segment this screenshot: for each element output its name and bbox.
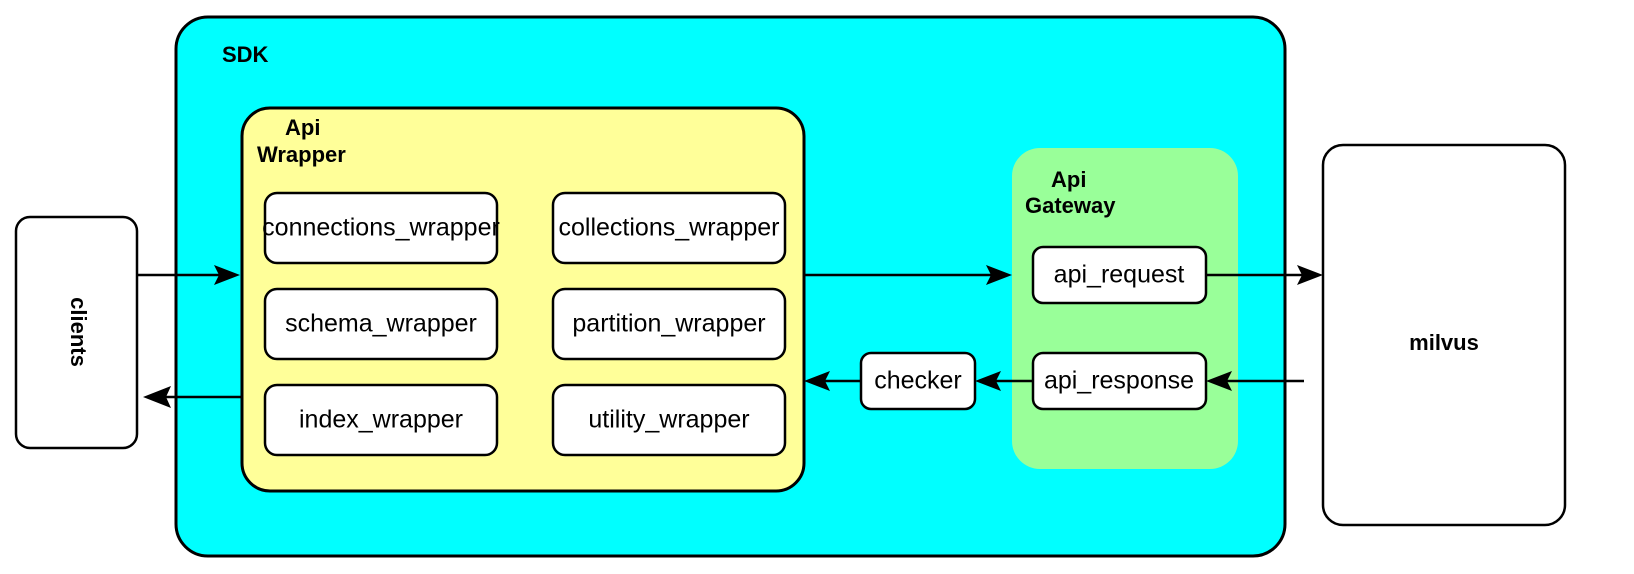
node-partition-wrapper-label: partition_wrapper (572, 310, 765, 338)
clients-node[interactable] (14, 215, 139, 450)
api-wrapper-container-label-line1: Api (285, 115, 320, 140)
node-collections-wrapper[interactable] (551, 191, 787, 265)
sdk-container-label: SDK (222, 42, 269, 67)
api-gateway-container-label-line2: Gateway (1025, 193, 1116, 218)
node-index-wrapper[interactable] (263, 383, 499, 457)
node-partition-wrapper[interactable] (551, 287, 787, 361)
node-index-wrapper-label: index_wrapper (299, 406, 463, 434)
node-utility-wrapper-label: utility_wrapper (588, 406, 749, 434)
milvus-node[interactable] (1321, 143, 1567, 527)
api-gateway-container-label-line1: Api (1051, 167, 1086, 192)
edge-milvus-to-api-response (1206, 371, 1304, 391)
node-collections-wrapper-label: collections_wrapper (559, 214, 780, 242)
edge-api-request-to-milvus (1206, 265, 1323, 285)
edge-api-wrapper-to-api-gateway (804, 265, 1012, 285)
node-utility-wrapper[interactable] (551, 383, 787, 457)
edge-api-wrapper-to-clients (143, 386, 242, 408)
node-connections-wrapper-label: connections_wrapper (262, 214, 500, 242)
api-wrapper-container-label-line2: Wrapper (257, 142, 346, 167)
node-api-response-label: api_response (1044, 367, 1194, 395)
node-schema-wrapper-label: schema_wrapper (285, 310, 477, 338)
edge-clients-to-api-wrapper (137, 265, 240, 285)
node-schema-wrapper[interactable] (263, 287, 499, 361)
node-api-request-label: api_request (1054, 261, 1185, 289)
node-checker-label: checker (874, 367, 962, 395)
edge-api-response-to-checker (975, 371, 1033, 391)
node-connections-wrapper[interactable] (263, 191, 499, 265)
milvus-node-label: milvus (1409, 330, 1479, 355)
clients-node-label: clients (66, 297, 91, 367)
edge-checker-to-api-wrapper (804, 371, 861, 391)
